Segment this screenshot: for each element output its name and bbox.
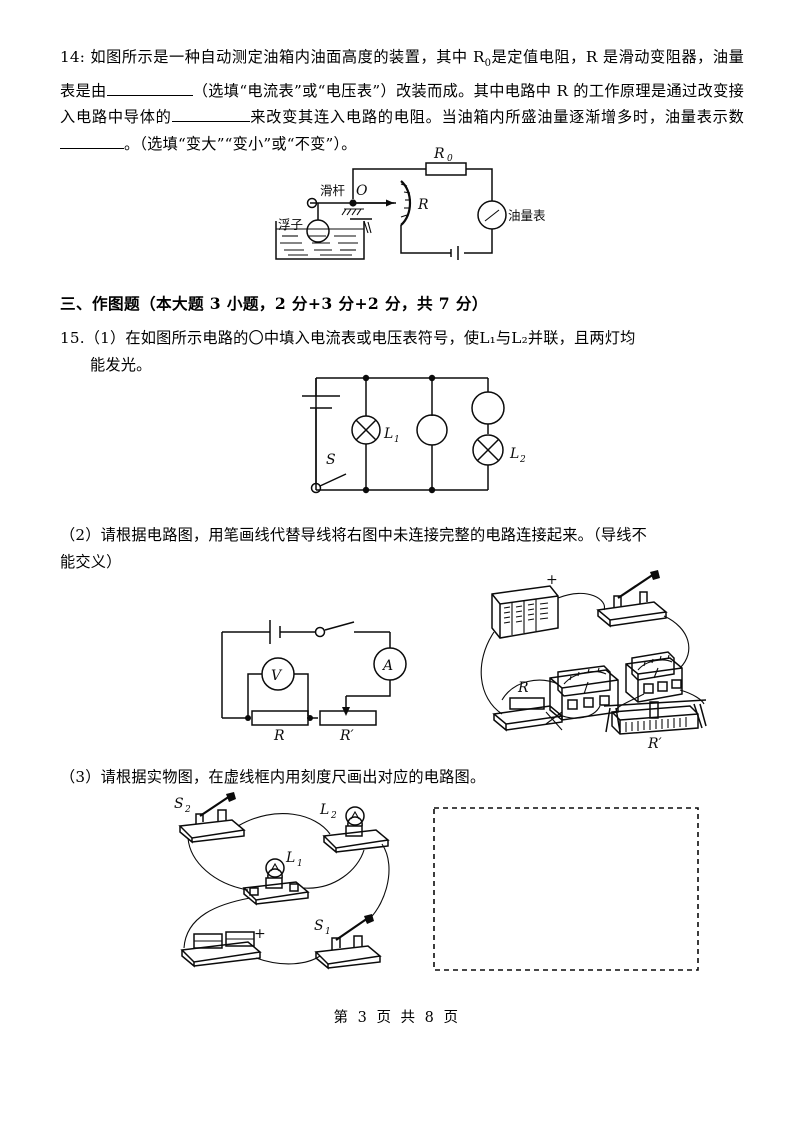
q15-3-battery-plus-label: + (254, 926, 266, 942)
dashed-answer-frame[interactable] (433, 807, 699, 971)
q15-1-blank-meter-circle (416, 414, 448, 446)
q15-3-label-switch2: S (174, 796, 184, 812)
q15-3-line1: 请根据实物图，在虚线框内用刻度尺画出对应的电路图。 (100, 768, 486, 786)
q14-label-pivot-o: O (356, 183, 368, 199)
question-15-2-text: （2）请根据电路图，用笔画线代替导线将右图中未连接完整的电路连接起来。（导线不 … (60, 522, 750, 575)
q15-2-label-resistor-r: R (273, 728, 285, 744)
q15-2-schematic-figure: A V R R′ (212, 612, 418, 744)
q14-text-part3: （选填“电流表”或“电压表”）改装而成。其中电路中 R 的工作原理是通过改变接入… (60, 81, 744, 127)
q14-text-part1: 14: 如图所示是一种自动测定油箱内油面高度的装置，其中 R (60, 48, 485, 66)
q14-text-part2: 是定值电阻，R 是滑动变阻器，油量表是由 (60, 48, 744, 100)
q15-1-label: 15.（1） (60, 329, 126, 347)
question-14-text: 14: 如图所示是一种自动测定油箱内油面高度的装置，其中 R0是定值电阻，R 是… (60, 44, 744, 157)
q15-2-line1: 请根据电路图，用笔画线代替导线将右图中未连接完整的电路连接起来。（导线不 (100, 526, 647, 544)
q15-1-circuit-figure: S L 1 L 2 (288, 368, 554, 502)
q15-1-label-lamp2: L (509, 446, 519, 462)
q15-1-label-lamp1-subscript: 1 (394, 435, 400, 445)
q14-text-part5: 。（选填“变大”“变小”或“不变”）。 (124, 134, 357, 153)
question-15-1-text: 15.（1）在如图所示电路的〇中填入电流表或电压表符号，使L₁与L₂并联，且两灯… (60, 325, 750, 378)
q15-1-line2: 能发光。 (90, 355, 152, 374)
q15-3-label-switch1: S (314, 918, 324, 934)
q15-3-answer-box[interactable] (432, 806, 700, 972)
q15-3-apparatus-figure: S 2 L 2 (168, 792, 414, 978)
q15-2-label-ammeter: A (381, 658, 393, 674)
q14-label-slide-bar: 滑杆 (320, 183, 346, 198)
q14-label-r0: R (433, 146, 445, 162)
q14-text-part4: 来改变其连入电路的电阻。当油箱内所盛油量逐渐增多时，油量表示数 (249, 108, 745, 127)
q15-1-blank-meter-circle-2 (471, 391, 505, 425)
q15-3-label: （3） (60, 768, 101, 786)
q15-2-apparatus-label-r-prime: R′ (647, 736, 663, 752)
q15-3-label-switch2-subscript: 2 (184, 805, 191, 815)
q15-2-label: （2） (60, 526, 101, 544)
q15-2-line2: 能交义） (60, 552, 122, 571)
q15-3-label-lamp2-subscript: 2 (330, 811, 337, 821)
q15-3-label-lamp2: L (319, 802, 329, 818)
q15-2-label-rheostat-r-prime: R′ (339, 728, 355, 744)
q15-1-line1: 在如图所示电路的〇中填入电流表或电压表符号，使L₁与L₂并联，且两灯均 (125, 329, 636, 347)
q14-blank-3[interactable] (60, 132, 124, 149)
q14-label-r: R (417, 197, 429, 213)
page-footer: 第 3 页 共 8 页 (333, 1010, 461, 1026)
q15-3-label-lamp1: L (285, 850, 295, 866)
q15-3-label-switch1-subscript: 1 (325, 927, 331, 937)
q15-1-label-switch: S (326, 452, 336, 468)
q14-fuel-gauge-circuit-figure: R O 滑杆 浮子 R 0 油量表 (268, 143, 546, 265)
q14-label-float: 浮子 (278, 217, 303, 232)
q15-2-apparatus-figure: + (458, 570, 714, 752)
q14-label-r0-subscript: 0 (447, 154, 453, 164)
q15-2-label-voltmeter: V (271, 668, 283, 684)
q14-blank-2[interactable] (171, 105, 250, 123)
question-15-3-text: （3）请根据实物图，在虚线框内用刻度尺画出对应的电路图。 (60, 764, 750, 791)
q15-1-label-lamp2-subscript: 2 (519, 455, 526, 465)
q15-1-label-lamp1: L (383, 426, 393, 442)
q14-blank-1[interactable] (106, 79, 193, 96)
section-3-heading: 三、作图题（本大题 3 小题，2 分+3 分+2 分，共 7 分） (60, 294, 488, 313)
q15-2-battery-plus-label: + (546, 572, 558, 588)
q14-label-fuel-meter: 油量表 (508, 208, 546, 223)
q14-r0-subscript: 0 (484, 58, 492, 70)
q15-3-label-lamp1-subscript: 1 (297, 859, 303, 869)
